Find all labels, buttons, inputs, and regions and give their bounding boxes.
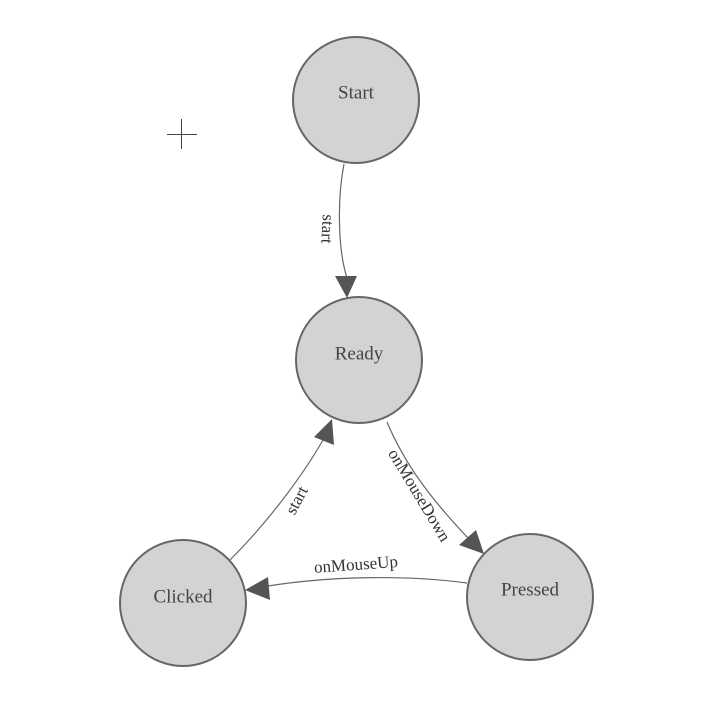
- arrow-head-icon: [335, 276, 357, 298]
- state-node-ready[interactable]: Ready: [295, 296, 423, 424]
- state-node-pressed[interactable]: Pressed: [466, 533, 594, 661]
- state-node-clicked[interactable]: Clicked: [119, 539, 247, 667]
- state-label-ready: Ready: [335, 343, 384, 364]
- edge-pressed-to-clicked[interactable]: onMouseUp: [245, 552, 468, 600]
- edge-clicked-to-ready[interactable]: start: [229, 419, 334, 561]
- edge-start-to-ready[interactable]: start: [317, 163, 357, 298]
- arrow-head-icon: [314, 419, 334, 445]
- state-label-start: Start: [338, 82, 375, 103]
- state-label-pressed: Pressed: [501, 579, 560, 600]
- edge-label-onmouseup: onMouseUp: [313, 552, 398, 577]
- edge-label-start: start: [317, 214, 338, 244]
- crosshair-cursor-icon: [167, 119, 197, 149]
- arrow-head-icon: [245, 577, 270, 600]
- edge-label-start-return: start: [281, 483, 312, 518]
- edge-ready-to-pressed[interactable]: onMouseDown: [384, 421, 484, 554]
- arrow-head-icon: [459, 530, 484, 554]
- state-node-start[interactable]: Start: [292, 36, 420, 164]
- state-label-clicked: Clicked: [153, 586, 213, 607]
- edge-label-onmousedown: onMouseDown: [384, 445, 455, 545]
